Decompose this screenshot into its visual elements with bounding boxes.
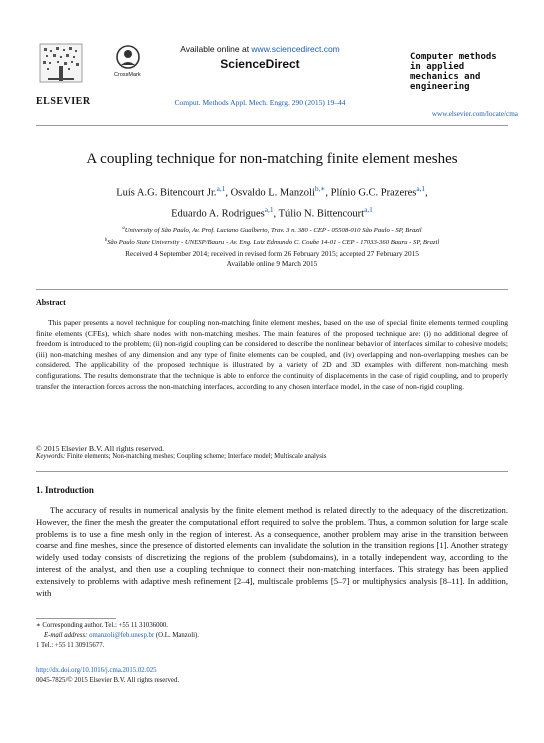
author-name: Osvaldo L. Manzoli — [230, 187, 315, 199]
affiliation-a: aUniversity of São Paulo, Av. Prof. Luci… — [122, 226, 422, 235]
author-name: Eduardo A. Rodrigues — [171, 208, 265, 219]
section-heading-introduction: 1. Introduction — [36, 485, 94, 495]
keywords-text: Finite elements; Non-matching meshes; Co… — [65, 453, 327, 460]
doi-link[interactable]: http://dx.doi.org/10.1016/j.cma.2015.02.… — [36, 667, 157, 674]
email-link[interactable]: omanzoli@feb.unesp.br — [89, 632, 155, 639]
crossmark-icon[interactable] — [116, 45, 140, 69]
affiliation-b: bSão Paulo State University - UNESP/Baur… — [104, 238, 440, 247]
author-list: Luís A.G. Bitencourt Jr.a,1, Osvaldo L. … — [116, 184, 428, 219]
footnote-divider — [36, 618, 116, 619]
abstract-copyright: © 2015 Elsevier B.V. All rights reserved… — [36, 444, 165, 453]
author-sup[interactable]: a,1 — [264, 204, 274, 214]
footnote-corresponding: ∗ Corresponding author. Tel.: +55 11 310… — [36, 622, 169, 629]
footnotes: ∗ Corresponding author. Tel.: +55 11 310… — [36, 621, 508, 651]
online-date: Available online 9 March 2015 — [226, 259, 318, 268]
keywords: Keywords: Finite elements; Non-matching … — [36, 453, 508, 460]
footnote-email: E-mail address: omanzoli@feb.unesp.br (O… — [44, 632, 199, 639]
introduction-text: The accuracy of results in numerical ana… — [36, 505, 508, 598]
journal-url[interactable]: www.elsevier.com/locate/cma — [431, 110, 518, 118]
platform-name: ScienceDirect — [220, 57, 300, 71]
footnote-tel: 1 Tel.: +55 11 30915677. — [36, 642, 105, 649]
abstract-divider-top — [36, 289, 508, 290]
article-dates: Received 4 September 2014; received in r… — [36, 249, 508, 269]
available-prefix: Available online at — [180, 44, 252, 54]
author-name: Plínio G.C. Prazeres — [330, 187, 417, 199]
author-sup[interactable]: a,1 — [416, 184, 426, 193]
abstract-heading: Abstract — [36, 298, 66, 307]
author-sup[interactable]: a,1 — [364, 204, 373, 214]
issn-line: 0045-7825/© 2015 Elsevier B.V. All right… — [36, 677, 180, 684]
abstract-text: This paper presents a novel technique fo… — [36, 318, 508, 391]
keywords-divider — [36, 471, 508, 472]
sciencedirect-link[interactable]: www.sciencedirect.com — [251, 44, 340, 54]
author-name: Túlio N. Bittencourt — [278, 208, 365, 219]
elsevier-tree-logo — [39, 43, 83, 83]
author-name: Luís A.G. Bitencourt Jr. — [116, 187, 217, 199]
article-title: A coupling technique for non-matching fi… — [86, 151, 458, 167]
keywords-label: Keywords: — [36, 453, 66, 460]
author-sup[interactable]: a,1 — [216, 184, 226, 193]
author-sup[interactable]: b,∗ — [314, 184, 326, 193]
header-divider — [36, 125, 508, 126]
crossmark-label: CrossMark — [114, 72, 141, 78]
available-online: Available online at www.sciencedirect.co… — [150, 44, 370, 54]
journal-citation[interactable]: Comput. Methods Appl. Mech. Engrg. 290 (… — [174, 98, 346, 107]
affiliations: aUniversity of São Paulo, Av. Prof. Luci… — [36, 224, 508, 248]
publisher-name: ELSEVIER — [36, 96, 91, 107]
doi-block: http://dx.doi.org/10.1016/j.cma.2015.02.… — [36, 666, 508, 686]
journal-title: Computer methods in applied mechanics an… — [410, 52, 497, 92]
received-dates: Received 4 September 2014; received in r… — [125, 249, 419, 258]
